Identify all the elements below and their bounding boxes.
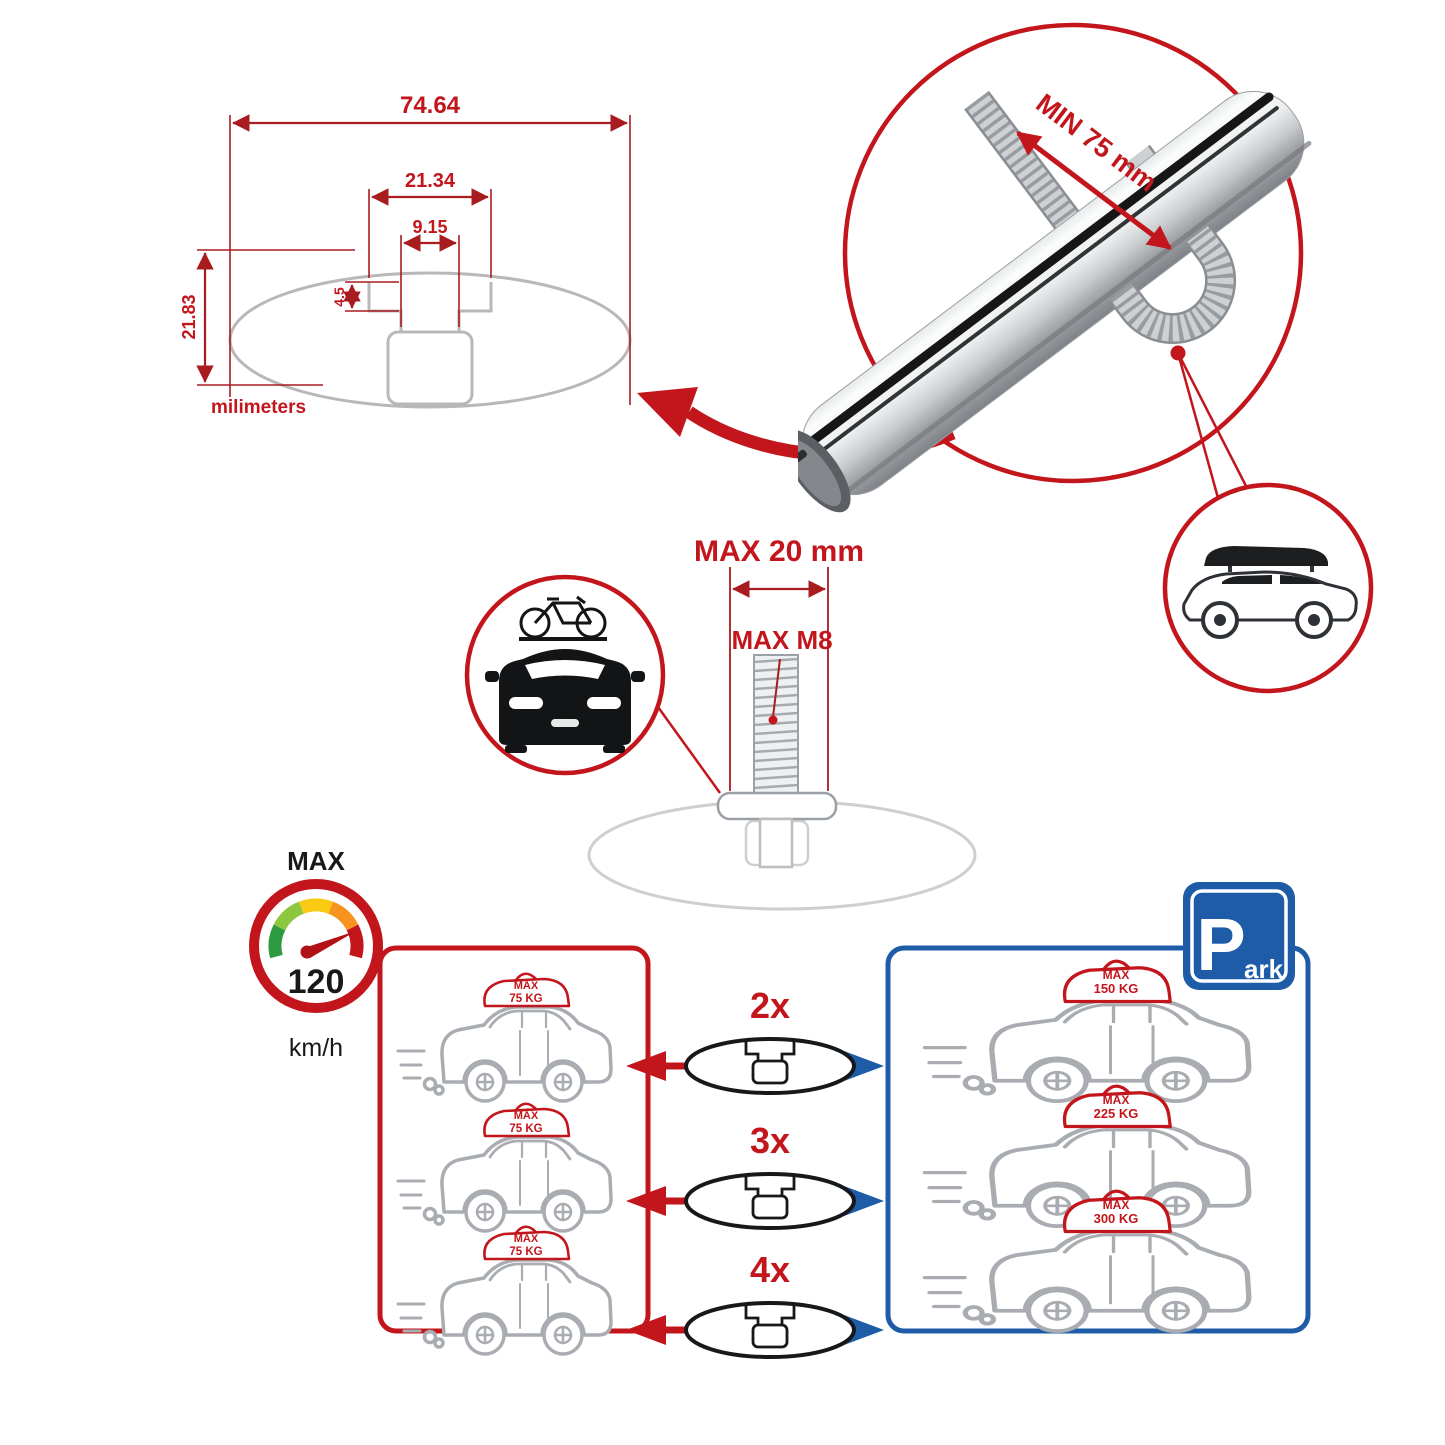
bag-weight-label: 225 KG xyxy=(1094,1106,1139,1121)
park-sign: P ark xyxy=(1183,882,1295,990)
multiplier-row: 4x xyxy=(626,1249,884,1359)
bag-weight-label: 150 KG xyxy=(1094,981,1139,996)
left-arrow-head xyxy=(626,1315,666,1345)
gauge-needle xyxy=(304,931,356,958)
dim-slot-inner-label: 9.15 xyxy=(412,217,447,237)
multiplier-label: 4x xyxy=(750,1249,790,1290)
right-arrow-head xyxy=(844,1186,884,1216)
bolt-spec: MAX 20 mm MAX M8 xyxy=(460,525,1020,920)
bag-max-label: MAX xyxy=(514,1233,539,1245)
dimension-lines xyxy=(196,114,631,405)
bar-profile-icon xyxy=(684,1172,856,1230)
min-clamp-arrow xyxy=(1016,131,1172,250)
bar-closeup: MIN 75 mm xyxy=(798,8,1445,708)
profile-outline xyxy=(228,271,632,409)
callout-line xyxy=(1176,352,1220,499)
bag-weight-label: 75 KG xyxy=(509,1123,542,1135)
headlight xyxy=(509,697,543,709)
speed-value: 120 xyxy=(288,963,345,1001)
speed-unit: km/h xyxy=(289,1034,343,1062)
bag-max-label: MAX xyxy=(514,980,539,992)
multiplier-row: 3x xyxy=(626,1120,884,1230)
bolt-stem xyxy=(758,817,794,869)
headlight xyxy=(587,697,621,709)
left-arrow-head xyxy=(626,1051,666,1081)
thread-callout-dot xyxy=(768,715,778,725)
right-arrow-head xyxy=(844,1315,884,1345)
dim-total-width-label: 74.64 xyxy=(400,92,461,119)
callout-line xyxy=(1176,352,1248,487)
right-arrow-head xyxy=(844,1051,884,1081)
cross-section-dimensions: 74.64 21.34 9.15 4.5 21.83 milimeters xyxy=(155,75,675,445)
left-car-row: MAX 75 KG xyxy=(396,1102,613,1233)
right-car-row: MAX 150 KG xyxy=(925,959,1249,1101)
multiplier-label: 3x xyxy=(750,1120,790,1161)
t-bolt xyxy=(716,654,838,869)
multiplier-label: 2x xyxy=(750,985,790,1026)
magnifier-circle xyxy=(842,22,1304,484)
bolt-thread-shaft xyxy=(753,654,799,794)
bike-car-circle xyxy=(464,574,666,776)
bolt-spec-canvas: MAX 20 mm MAX M8 xyxy=(464,535,977,911)
park-sign-suffix: ark xyxy=(1244,954,1284,984)
dim-units-label: milimeters xyxy=(211,397,306,418)
speed-limit-gauge: MAX 120 km/h xyxy=(244,846,394,1071)
bag-weight-label: 75 KG xyxy=(509,1246,542,1258)
bar-profile-icon xyxy=(684,1301,856,1359)
left-car-row: MAX 75 KG xyxy=(396,972,613,1103)
dim-slot-depth-label: 4.5 xyxy=(331,287,347,307)
left-arrow-head xyxy=(626,1186,666,1216)
windshield xyxy=(525,660,605,679)
right-car-row: MAX 300 KG xyxy=(925,1189,1249,1331)
right-car-row: MAX 225 KG xyxy=(925,1084,1249,1226)
dim-slot-outer-label: 21.34 xyxy=(405,170,456,192)
bar-closeup-canvas: MIN 75 mm xyxy=(798,22,1374,694)
bag-weight-label: 300 KG xyxy=(1094,1211,1139,1226)
bar-profile-icon xyxy=(684,1037,856,1095)
gauge-arc-segments xyxy=(268,898,364,959)
load-capacity-panel: MAX 75 KG MAX 75 KG MAX 75 KG MAX 150 KG xyxy=(370,878,1320,1363)
max-thread-label: MAX M8 xyxy=(731,625,832,655)
u-bolt-front xyxy=(1108,224,1237,345)
cross-section-diagram: 74.64 21.34 9.15 4.5 21.83 milimeters xyxy=(179,92,632,418)
bag-max-label: MAX xyxy=(1103,968,1130,982)
car-front-with-bike-icon xyxy=(485,595,645,753)
park-sign-letter: P xyxy=(1196,903,1245,986)
bag-max-label: MAX xyxy=(1103,1093,1130,1107)
bolt-dimensions xyxy=(729,567,829,791)
max-width-label: MAX 20 mm xyxy=(694,535,864,568)
bag-max-label: MAX xyxy=(514,1110,539,1122)
speed-max-label: MAX xyxy=(287,846,345,876)
vehicle-roofbox-circle xyxy=(1162,482,1374,694)
suv-with-roofbox-icon xyxy=(1182,546,1358,639)
capacity-canvas: MAX 75 KG MAX 75 KG MAX 75 KG MAX 150 KG xyxy=(377,882,1311,1359)
mirror xyxy=(631,671,645,682)
roof-box xyxy=(1204,546,1328,566)
multiplier-row: 2x xyxy=(626,985,884,1095)
gauge-canvas: MAX 120 km/h xyxy=(249,846,383,1062)
left-car-row: MAX 75 KG xyxy=(396,1225,613,1356)
circle-to-bolt-leader xyxy=(656,706,722,794)
arrow-head xyxy=(637,387,698,437)
bolt-flange xyxy=(716,791,838,821)
mirror xyxy=(485,671,499,682)
bag-max-label: MAX xyxy=(1103,1198,1130,1212)
bag-weight-label: 75 KG xyxy=(509,993,542,1005)
dim-total-height-label: 21.83 xyxy=(179,294,199,339)
